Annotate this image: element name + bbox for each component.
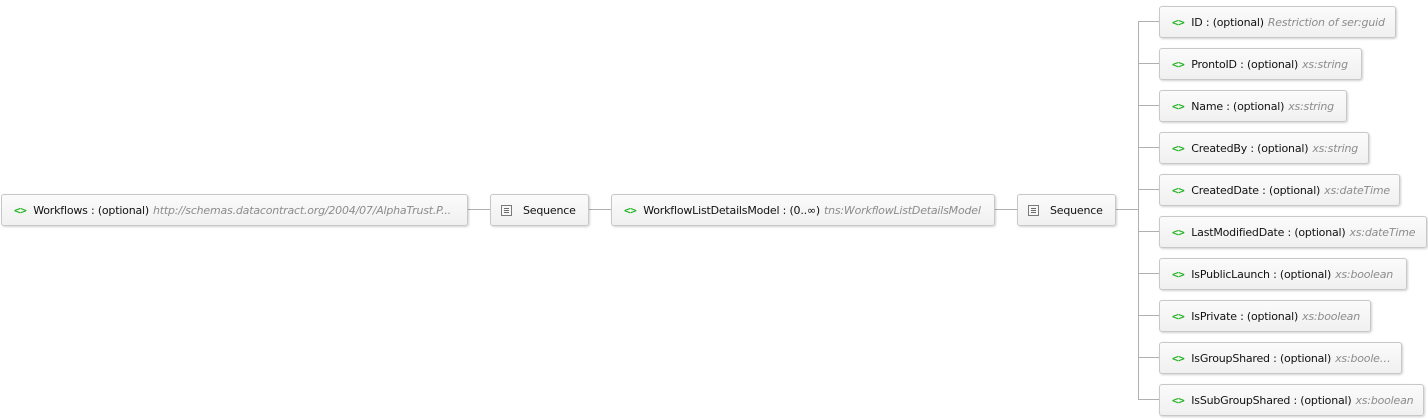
element-node-id[interactable]: <> ID : (optional) Restriction of ser:gu… bbox=[1159, 6, 1396, 38]
element-type: xs:boolean bbox=[1335, 267, 1394, 281]
element-name: ProntoID bbox=[1191, 57, 1237, 71]
element-separator: : bbox=[1258, 183, 1269, 197]
element-icon: <> bbox=[1172, 141, 1185, 155]
element-separator: : bbox=[1290, 393, 1301, 407]
element-icon: <> bbox=[1172, 351, 1185, 365]
element-occurrence: (optional) bbox=[1279, 351, 1332, 365]
element-icon: <> bbox=[1172, 267, 1185, 281]
element-node-ispubliclaunch[interactable]: <> IsPublicLaunch : (optional) xs:boolea… bbox=[1159, 258, 1407, 290]
element-type: xs:boolean bbox=[1302, 309, 1360, 323]
element-name: IsPublicLaunch bbox=[1191, 267, 1270, 281]
element-separator: : bbox=[1284, 225, 1295, 239]
element-type: xs:dateTime bbox=[1324, 183, 1390, 197]
element-icon: <> bbox=[1172, 225, 1185, 239]
sequence-label: Sequence bbox=[523, 203, 576, 217]
element-occurrence: (optional) bbox=[1246, 309, 1299, 323]
element-icon: <> bbox=[1172, 309, 1185, 323]
element-type: http://schemas.datacontract.org/2004/07/… bbox=[152, 203, 451, 217]
element-separator: : bbox=[1269, 267, 1280, 281]
element-node-isprivate[interactable]: <> IsPrivate : (optional) xs:boolean bbox=[1159, 300, 1371, 332]
element-icon: <> bbox=[1172, 183, 1185, 197]
element-name: Name bbox=[1191, 99, 1223, 113]
element-icon: <> bbox=[1172, 57, 1185, 71]
element-type: xs:string bbox=[1302, 57, 1348, 71]
element-separator: : bbox=[1236, 57, 1247, 71]
sequence-node[interactable]: Sequence bbox=[1017, 194, 1116, 226]
element-name: CreatedDate bbox=[1191, 183, 1259, 197]
element-type: xs:string bbox=[1312, 141, 1359, 155]
element-node-name[interactable]: <> Name : (optional) xs:string bbox=[1159, 90, 1347, 122]
element-name: CreatedBy bbox=[1191, 141, 1248, 155]
element-occurrence: (optional) bbox=[1279, 267, 1332, 281]
sequence-icon bbox=[1028, 204, 1039, 216]
element-icon: <> bbox=[1172, 99, 1185, 113]
element-node-isgroupshared[interactable]: <> IsGroupShared : (optional) xs:boolean bbox=[1159, 342, 1402, 374]
element-occurrence: (optional) bbox=[1294, 225, 1346, 239]
element-name: IsPrivate bbox=[1191, 309, 1237, 323]
element-node-lastmodifieddate[interactable]: <> LastModifiedDate : (optional) xs:date… bbox=[1159, 216, 1427, 248]
element-node-createdby[interactable]: <> CreatedBy : (optional) xs:string bbox=[1159, 132, 1369, 164]
element-name: Workflows bbox=[33, 203, 88, 217]
element-type: tns:WorkflowListDetailsModel bbox=[824, 203, 981, 217]
element-occurrence: (optional) bbox=[1233, 99, 1285, 113]
element-node-prontoid[interactable]: <> ProntoID : (optional) xs:string bbox=[1159, 48, 1362, 80]
element-separator: : bbox=[87, 203, 98, 217]
element-type: xs:boolean bbox=[1355, 393, 1414, 407]
element-occurrence: (optional) bbox=[1300, 393, 1352, 407]
element-name: IsSubGroupShared bbox=[1191, 393, 1291, 407]
element-icon: <> bbox=[624, 203, 637, 217]
element-name: WorkflowListDetailsModel bbox=[643, 203, 780, 217]
element-node-issubgroupshared[interactable]: <> IsSubGroupShared : (optional) xs:bool… bbox=[1159, 384, 1424, 416]
element-type: xs:dateTime bbox=[1349, 225, 1416, 239]
element-separator: : bbox=[1236, 309, 1247, 323]
element-icon: <> bbox=[14, 203, 27, 217]
element-node-workflow-list-details-model[interactable]: <> WorkflowListDetailsModel : (0..∞) tns… bbox=[611, 194, 995, 226]
element-node-createddate[interactable]: <> CreatedDate : (optional) xs:dateTime bbox=[1159, 174, 1400, 206]
element-occurrence: (optional) bbox=[97, 203, 149, 217]
element-icon: <> bbox=[1172, 393, 1185, 407]
element-separator: : bbox=[1247, 141, 1258, 155]
sequence-node[interactable]: Sequence bbox=[490, 194, 589, 226]
element-type: Restriction of ser:guid bbox=[1267, 15, 1385, 29]
element-separator: : bbox=[779, 203, 790, 217]
element-icon: <> bbox=[1172, 15, 1185, 29]
element-type: xs:boolean bbox=[1335, 351, 1393, 365]
element-name: LastModifiedDate bbox=[1191, 225, 1285, 239]
element-occurrence: (optional) bbox=[1212, 15, 1264, 29]
element-occurrence: (optional) bbox=[1268, 183, 1321, 197]
element-occurrence: (optional) bbox=[1257, 141, 1309, 155]
element-name: ID bbox=[1191, 15, 1203, 29]
sequence-label: Sequence bbox=[1050, 203, 1103, 217]
sequence-icon bbox=[501, 204, 512, 216]
element-occurrence: (0..∞) bbox=[789, 203, 821, 217]
element-separator: : bbox=[1202, 15, 1213, 29]
element-type: xs:string bbox=[1288, 99, 1334, 113]
element-name: IsGroupShared bbox=[1191, 351, 1270, 365]
element-separator: : bbox=[1269, 351, 1280, 365]
element-separator: : bbox=[1222, 99, 1234, 113]
element-occurrence: (optional) bbox=[1246, 57, 1299, 71]
element-node-workflows[interactable]: <> Workflows : (optional) http://schemas… bbox=[1, 194, 468, 226]
